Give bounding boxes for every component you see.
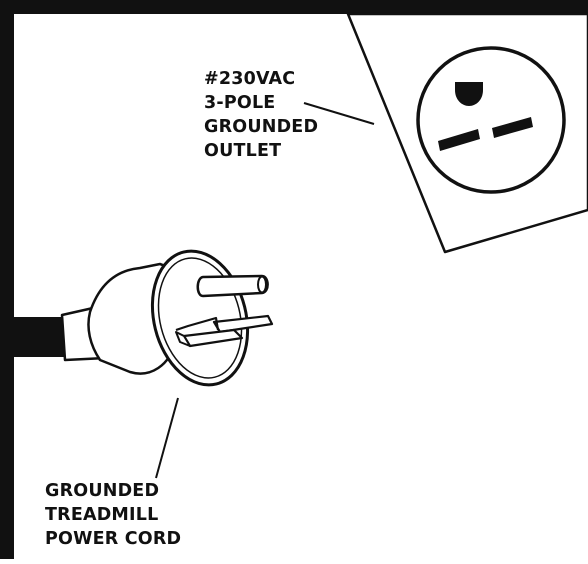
cord-label: GROUNDED TREADMILL POWER CORD (45, 481, 181, 549)
power-cord (14, 317, 64, 357)
outlet-ground-hole (455, 82, 483, 106)
outlet-right-slot (492, 117, 533, 138)
cord-label-line3: POWER CORD (45, 529, 181, 549)
outlet-label-line1: #230VAC (204, 69, 295, 89)
cord-leader-line (155, 397, 179, 479)
plug-icon (14, 249, 274, 387)
cord-label-line2: TREADMILL (45, 505, 158, 525)
outlet-leader-line (303, 102, 375, 125)
outlet-left-slot (438, 129, 480, 151)
cord-label-line1: GROUNDED (45, 481, 159, 501)
outlet-label-line2: 3-POLE (204, 93, 275, 113)
outlet-receptacle-icon (416, 46, 566, 194)
outlet-label-line3: GROUNDED (204, 117, 318, 137)
outlet-label: #230VAC 3-POLE GROUNDED OUTLET (204, 69, 318, 161)
outlet-label-line4: OUTLET (204, 141, 281, 161)
